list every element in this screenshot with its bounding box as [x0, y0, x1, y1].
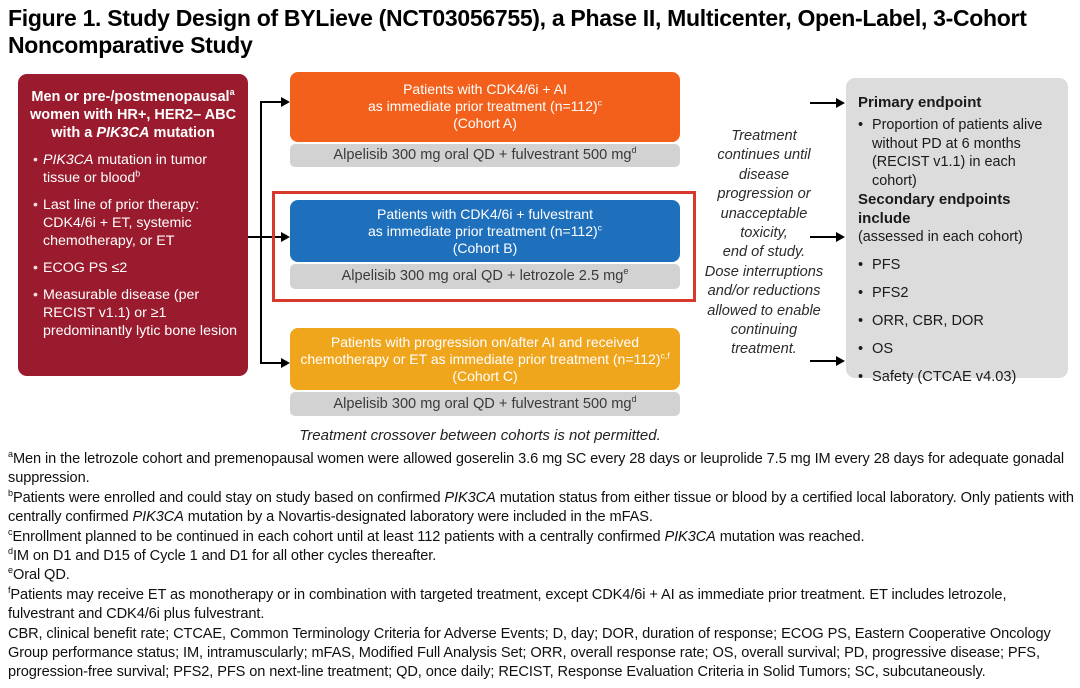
footnote-f: fPatients may receive ET as monotherapy … — [8, 584, 1007, 623]
secondary-endpoint-item: • PFS — [858, 256, 1058, 274]
footnote-a: aMen in the letrozole cohort and premeno… — [8, 449, 1065, 487]
figure-title: Figure 1. Study Design of BYLieve (NCT03… — [8, 5, 1027, 58]
eligibility-bullet: • Last line of prior therapy: CDK4/6i + … — [28, 196, 238, 250]
bullet-icon: • — [33, 260, 38, 276]
eligibility-bullet: • PIK3CA mutation in tumor tissue or blo… — [28, 151, 238, 187]
cohort-a-line: Patients with CDK4/6i + AI — [403, 81, 567, 97]
bullet-icon: • — [858, 285, 864, 301]
cohort-c-line: chemotherapy or ET as immediate prior tr… — [300, 350, 670, 367]
eligibility-bullet: • Measurable disease (per RECIST v1.1) o… — [28, 286, 238, 340]
footnotes-section: aMen in the letrozole cohort and premeno… — [8, 450, 1074, 683]
connector-line — [260, 362, 282, 364]
cohort-a-box: Patients with CDK4/6i + AI as immediate … — [290, 72, 680, 142]
eligibility-bullet-text: ECOG PS ≤2 — [43, 260, 128, 276]
secondary-endpoint-text: PFS — [872, 257, 901, 273]
secondary-endpoint-item: • OS — [858, 340, 1058, 358]
cohort-b-line: as immediate prior treatment (n=112)c — [367, 222, 603, 239]
bullet-icon: • — [858, 341, 864, 357]
secondary-endpoints-note: (assessed in each cohort) — [858, 229, 1023, 245]
footnote-d: dIM on D1 and D15 of Cycle 1 and D1 for … — [8, 546, 437, 565]
connector-line — [260, 101, 262, 364]
cohort-b-line: Patients with CDK4/6i + fulvestrant — [377, 206, 593, 222]
secondary-endpoint-text: OS — [872, 341, 894, 357]
arrow-icon — [281, 232, 290, 242]
arrow-icon — [836, 356, 845, 366]
cohort-c-line: Patients with progression on/after AI an… — [330, 334, 640, 350]
footnote-b: bPatients were enrolled and could stay o… — [8, 487, 1074, 526]
bullet-icon: • — [858, 313, 864, 329]
primary-endpoint-bullet: • Proportion of patients alive without P… — [858, 116, 1058, 190]
secondary-endpoint-text: ORR, CBR, DOR — [872, 313, 984, 329]
eligibility-bullet-text: Measurable disease (per RECIST v1.1) or … — [43, 287, 238, 339]
bullet-icon: • — [858, 117, 864, 133]
secondary-endpoint-item: • ORR, CBR, DOR — [858, 312, 1058, 330]
arrow-icon — [281, 358, 290, 368]
treatment-continuation-note: Treatment continues until disease progre… — [704, 128, 824, 358]
abbreviations-list: CBR, clinical benefit rate; CTCAE, Commo… — [8, 625, 1051, 681]
connector-line — [810, 360, 836, 362]
cohort-b-line: (Cohort B) — [452, 240, 518, 256]
primary-endpoint-header: Primary endpoint — [858, 94, 982, 111]
arrow-icon — [836, 232, 845, 242]
bullet-icon: • — [33, 197, 38, 213]
footnote-e: eOral QD. — [8, 565, 70, 584]
eligibility-bullet: • ECOG PS ≤2 — [28, 259, 238, 277]
cohort-c-box: Patients with progression on/after AI an… — [290, 328, 680, 390]
bullet-icon: • — [33, 287, 38, 303]
secondary-endpoint-item: • Safety (CTCAE v4.03) — [858, 368, 1058, 386]
eligibility-bullet-text: Last line of prior therapy: CDK4/6i + ET… — [43, 197, 200, 249]
cohort-c-line: (Cohort C) — [452, 368, 518, 384]
footnote-c: cEnrollment planned to be continued in e… — [8, 526, 865, 545]
cohort-b-box: Patients with CDK4/6i + fulvestrant as i… — [290, 200, 680, 262]
cohort-b-highlight-outline — [272, 191, 696, 302]
secondary-endpoint-text: Safety (CTCAE v4.03) — [872, 369, 1017, 385]
bullet-icon: • — [858, 369, 864, 385]
connector-line — [260, 101, 282, 103]
arrow-icon — [836, 98, 845, 108]
eligibility-bullet-text: PIK3CA mutation in tumor tissue or blood… — [43, 152, 208, 186]
cohort-c-treatment-bar: Alpelisib 300 mg oral QD + fulvestrant 5… — [290, 392, 680, 416]
cohort-a-line: as immediate prior treatment (n=112)c — [367, 97, 603, 114]
primary-endpoint-text: Proportion of patients alive without PD … — [872, 117, 1043, 189]
eligibility-header: Men or pre-/postmenopausala women with H… — [29, 87, 237, 141]
arrow-icon — [281, 97, 290, 107]
cohort-a-treatment-bar: Alpelisib 300 mg oral QD + fulvestrant 5… — [290, 144, 680, 167]
connector-line — [248, 236, 282, 238]
bullet-icon: • — [858, 257, 864, 273]
connector-line — [810, 102, 836, 104]
bullet-icon: • — [33, 152, 38, 168]
crossover-note: Treatment crossover between cohorts is n… — [299, 427, 661, 444]
eligibility-box: Men or pre-/postmenopausala women with H… — [18, 74, 248, 376]
connector-line — [810, 236, 836, 238]
cohort-a-line: (Cohort A) — [453, 115, 517, 131]
secondary-endpoint-text: PFS2 — [872, 285, 909, 301]
cohort-b-treatment-bar: Alpelisib 300 mg oral QD + letrozole 2.5… — [290, 264, 680, 289]
secondary-endpoints-header: Secondary endpoints include — [858, 191, 1011, 227]
endpoints-box: Primary endpoint • Proportion of patient… — [846, 78, 1068, 385]
secondary-endpoint-item: • PFS2 — [858, 284, 1058, 302]
